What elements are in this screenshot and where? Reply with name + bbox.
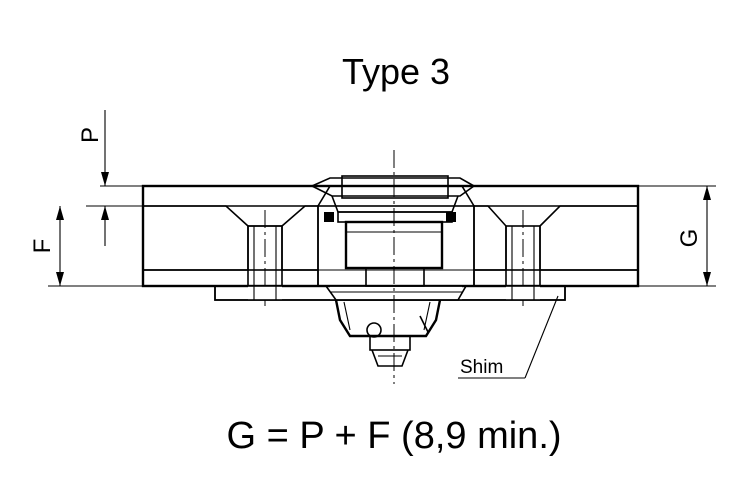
shim-plate [214,285,566,301]
shim-callout: Shim [458,295,559,379]
dimension-g: G [638,185,716,287]
main-body [141,184,640,288]
label-p: P [77,127,104,143]
dimension-f: F [29,206,143,287]
label-g: G [676,229,703,248]
drawing-title: Type 3 [342,51,450,92]
dimension-p: P [77,110,143,246]
coupling-fitting [310,150,476,384]
label-shim: Shim [460,357,503,378]
label-f: F [29,239,56,254]
formula-text: G = P + F (8,9 min.) [226,415,561,457]
